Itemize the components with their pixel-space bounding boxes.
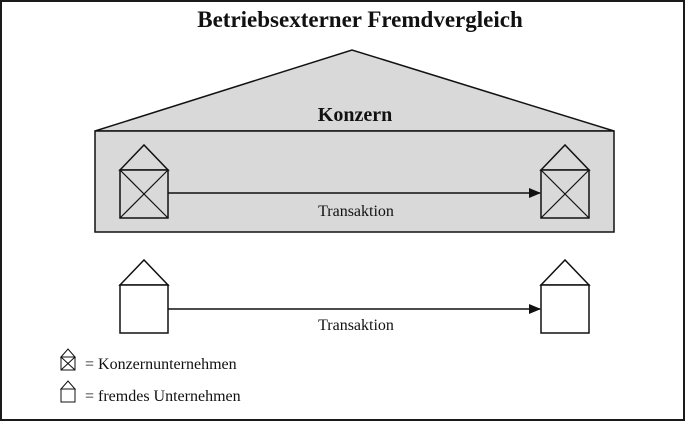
plain-house-icon: [118, 258, 170, 334]
transaction-label: Transaktion: [318, 317, 394, 334]
legend: = Konzernunternehmen = fremdes Unternehm…: [59, 348, 241, 405]
konzern-label: Konzern: [318, 104, 392, 126]
konzern-body: [94, 130, 615, 233]
diagram-title: Betriebsexterner Fremdvergleich: [197, 7, 523, 32]
plain-house-icon: [539, 258, 591, 334]
legend-label: = fremdes Unternehmen: [85, 388, 241, 405]
crossed-house-icon: [118, 143, 170, 219]
plain-house-icon: [59, 380, 77, 403]
legend-label: = Konzernunternehmen: [85, 356, 237, 373]
crossed-house-icon: [539, 143, 591, 219]
crossed-house-icon: [59, 348, 77, 371]
transaction-label: Transaktion: [318, 203, 394, 220]
